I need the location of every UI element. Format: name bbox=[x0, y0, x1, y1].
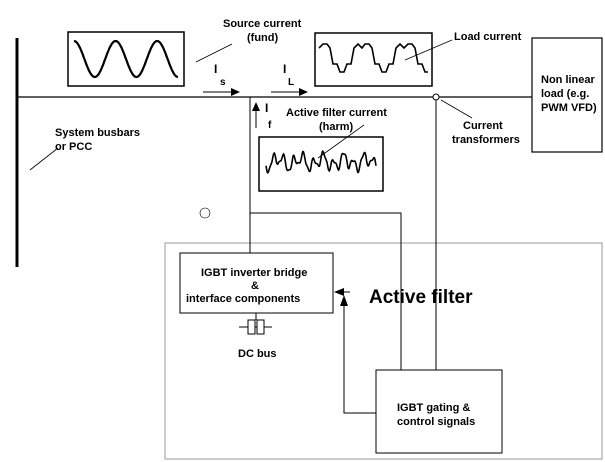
if-arrow-icon bbox=[252, 102, 260, 128]
is-symbol: I bbox=[214, 62, 217, 76]
nonlinear-load-box bbox=[531, 37, 603, 153]
filter-leader-line bbox=[317, 124, 365, 159]
inner-signal-line bbox=[250, 212, 402, 370]
source-current-waveform bbox=[73, 39, 179, 79]
active-filter-arrowhead bbox=[334, 288, 344, 296]
gating-label-1: IGBT gating & bbox=[397, 402, 470, 414]
il-subscript: L bbox=[288, 77, 294, 88]
dc-bus-label: DC bus bbox=[238, 348, 277, 360]
nonlinear-load-label-3: PWM VFD) bbox=[541, 102, 597, 114]
il-arrow-icon bbox=[271, 88, 308, 96]
filter-current-sub-label: (harm) bbox=[319, 121, 354, 133]
gating-label-2: control signals bbox=[397, 416, 475, 428]
control-signal-line bbox=[343, 297, 376, 414]
filter-current-waveform bbox=[265, 149, 377, 175]
il-symbol: I bbox=[283, 62, 286, 76]
active-filter-boundary bbox=[164, 242, 603, 460]
nonlinear-load-label-1: Non linear bbox=[541, 74, 596, 86]
nonlinear-load-label-2: load (e.g. bbox=[541, 88, 589, 100]
dc-bus-capacitor-icon bbox=[239, 313, 272, 335]
control-arrowhead bbox=[340, 295, 348, 306]
current-transformer-icon bbox=[432, 93, 440, 101]
load-current-label: Load current bbox=[454, 31, 522, 43]
ct-leader-line bbox=[440, 99, 473, 119]
filter-current-label: Active filter current bbox=[286, 107, 387, 119]
busbar-label-1: System busbars bbox=[55, 127, 140, 139]
load-leader-line bbox=[404, 39, 453, 61]
active-filter-title: Active filter bbox=[369, 287, 473, 308]
source-current-sub-label: (fund) bbox=[247, 32, 278, 44]
load-current-waveform bbox=[318, 42, 428, 73]
ct-label-2: transformers bbox=[452, 134, 520, 146]
busbar-leader-line bbox=[29, 147, 59, 171]
is-subscript: s bbox=[220, 77, 226, 88]
is-arrow-icon bbox=[203, 88, 240, 96]
igbt-gating-box bbox=[375, 369, 503, 454]
busbar-label-2: or PCC bbox=[55, 141, 92, 153]
ct-label-1: Current bbox=[463, 120, 503, 132]
igbt-bridge-label-2: & bbox=[251, 280, 259, 292]
source-current-label: Source current bbox=[223, 18, 302, 30]
filter-current-scope bbox=[258, 136, 384, 192]
small-circle-mark bbox=[199, 207, 211, 219]
igbt-bridge-label-3: interface components bbox=[186, 293, 300, 305]
igbt-bridge-label-1: IGBT inverter bridge bbox=[201, 267, 307, 279]
if-symbol: I bbox=[265, 101, 268, 115]
source-leader-line bbox=[195, 43, 233, 63]
igbt-bridge-box bbox=[179, 252, 334, 314]
if-subscript: f bbox=[268, 120, 272, 131]
